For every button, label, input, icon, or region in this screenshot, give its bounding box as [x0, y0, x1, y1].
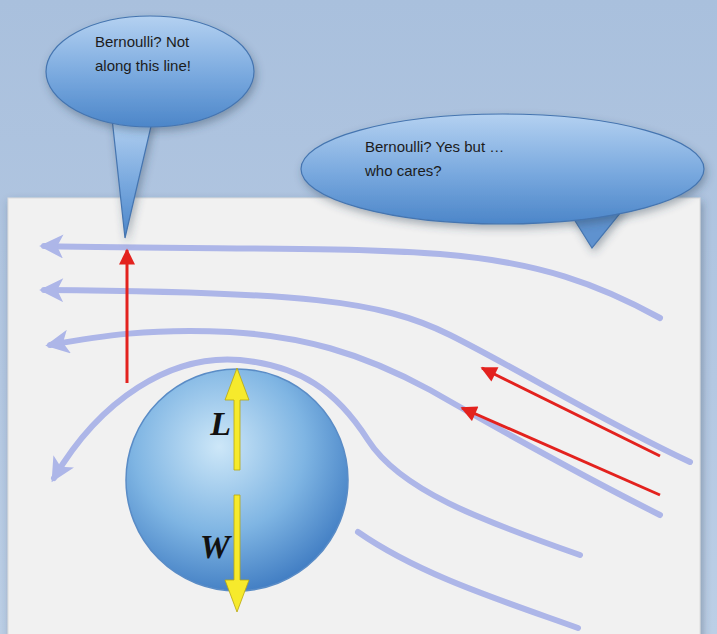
- speech-bubble-outline: [300, 113, 705, 225]
- velocity-arrow: [462, 408, 660, 495]
- velocity-arrow: [126, 250, 129, 383]
- speech-bubble-shape: [301, 114, 704, 224]
- velocity-arrow: [482, 368, 660, 456]
- ball-outline: [125, 368, 349, 592]
- panel: [8, 198, 700, 634]
- speech-bubble: Bernoulli? Not along this line!: [45, 15, 255, 128]
- bubble-text: Bernoulli? Yes but … who cares?: [365, 135, 530, 183]
- speech-bubble-shape: [46, 16, 254, 127]
- force-label: L: [210, 405, 231, 443]
- ball: LW: [125, 368, 349, 592]
- bubble-tail: [112, 118, 152, 238]
- streamline: [358, 532, 578, 628]
- force-label: W: [200, 528, 230, 566]
- bubble-text: Bernoulli? Not along this line!: [95, 30, 220, 78]
- speech-bubble: Bernoulli? Yes but … who cares?: [300, 113, 705, 225]
